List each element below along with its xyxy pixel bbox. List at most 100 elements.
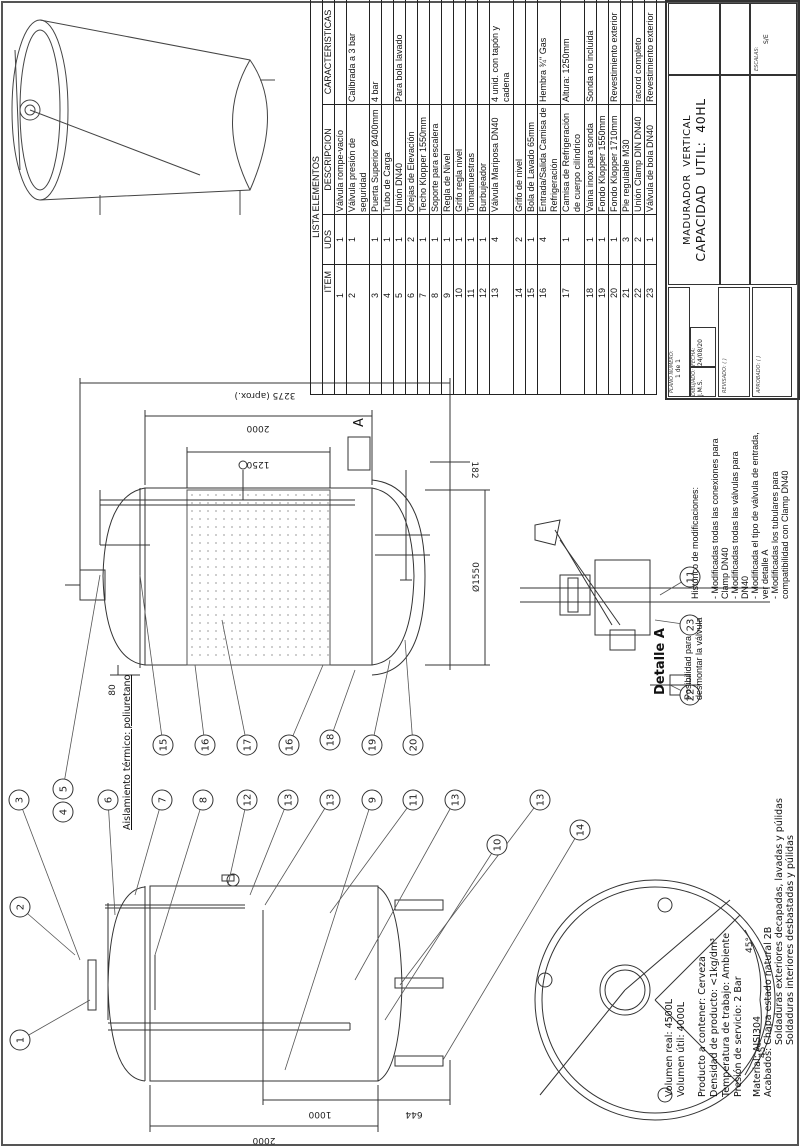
leader-line: [371, 659, 391, 746]
jacket-dot: [303, 542, 305, 544]
jacket-dot: [223, 598, 225, 600]
jacket-dot: [303, 510, 305, 512]
jacket-dot: [279, 534, 281, 536]
jacket-dot: [191, 534, 193, 536]
jacket-dot: [271, 542, 273, 544]
cell-item: 10: [453, 264, 466, 395]
detail-a-marker: A: [352, 418, 367, 427]
jacket-dot: [215, 598, 217, 600]
balloon-circle: [529, 789, 551, 811]
callout-balloon: 17: [236, 734, 258, 756]
blank-cell: [720, 75, 750, 285]
cell-desc: Tomamuestras: [465, 104, 478, 215]
top-view: [534, 879, 776, 1121]
cell-car: Revestimiento exterior: [644, 0, 657, 105]
cell-desc: Techo Klopper 1550mm: [417, 104, 430, 215]
jacket-dot: [247, 638, 249, 640]
cell-desc: Bola de Lavado 65mm: [525, 104, 538, 215]
balloon-circle: [52, 778, 74, 800]
jacket-dot: [239, 614, 241, 616]
callout-balloon: 7: [151, 789, 173, 811]
callout-balloon: 2: [9, 896, 31, 918]
jacket-dot: [303, 566, 305, 568]
material: Material: AISI304: [752, 1015, 763, 1097]
jacket-dot: [303, 574, 305, 576]
jacket-dot: [207, 550, 209, 552]
jacket-dot: [231, 542, 233, 544]
dibujado-cell: DIBUJADO: J.M.S.: [690, 367, 716, 397]
balloon-number: 14: [576, 824, 587, 837]
cell-car: [513, 0, 526, 105]
jacket-dot: [311, 590, 313, 592]
jacket-dot: [223, 574, 225, 576]
isometric-view: [11, 19, 275, 215]
dimension-label: 3275 (aprox.): [235, 390, 296, 400]
jacket-dot: [239, 558, 241, 560]
jacket-dot: [191, 518, 193, 520]
jacket-dot: [215, 510, 217, 512]
callout-balloon: 13: [319, 789, 341, 811]
leader-line: [227, 799, 248, 886]
cell-desc: Pie regulable M30: [620, 104, 633, 215]
jacket-dot: [215, 550, 217, 552]
jacket-dot: [271, 622, 273, 624]
jacket-dot: [239, 574, 241, 576]
jacket-dot: [223, 614, 225, 616]
jacket-dot: [231, 630, 233, 632]
header-uds: UDS: [322, 214, 335, 265]
jacket-dot: [247, 558, 249, 560]
jacket-dot: [247, 614, 249, 616]
dimension-label: 644: [405, 1109, 422, 1119]
jacket-dot: [191, 646, 193, 648]
cell-item: 16: [537, 264, 561, 395]
side-view: [65, 378, 490, 676]
balloon-circle: [277, 789, 299, 811]
jacket-dot: [263, 598, 265, 600]
jacket-dot: [191, 582, 193, 584]
dibujado-value: J.M.S.: [697, 379, 704, 396]
jacket-dot: [271, 550, 273, 552]
balloon-number: 12: [243, 794, 254, 807]
cell-item: 14: [513, 264, 526, 395]
jacket-dot: [311, 542, 313, 544]
history-item: - Modificadas todas las conexiones para …: [710, 438, 730, 599]
jacket-dot: [327, 510, 329, 512]
specs-material: Material: AISI304 Acabados: Chapa estado…: [752, 798, 796, 1097]
blank-cell-2: [750, 75, 797, 285]
jacket-dot: [191, 558, 193, 560]
jacket-dot: [215, 590, 217, 592]
balloon-circle: [402, 734, 424, 756]
jacket-dot: [223, 494, 225, 496]
cell-uds: 1: [584, 214, 597, 265]
jacket-dot: [279, 598, 281, 600]
header-desc: DESCRIPCION: [322, 104, 335, 215]
cell-uds: 1: [596, 214, 609, 265]
escalas-label: ESCALAS:: [754, 46, 760, 71]
jacket-dot: [263, 534, 265, 536]
jacket-dot: [327, 542, 329, 544]
jacket-dot: [327, 582, 329, 584]
jacket-dot: [319, 550, 321, 552]
callout-balloon: 16: [278, 734, 300, 756]
cell-item: 7: [417, 264, 430, 395]
jacket-dot: [319, 502, 321, 504]
jacket-dot: [303, 494, 305, 496]
cell-car: [441, 0, 454, 105]
jacket-dot: [311, 582, 313, 584]
jacket-dot: [279, 638, 281, 640]
jacket-dot: [231, 518, 233, 520]
jacket-dot: [231, 590, 233, 592]
jacket-dot: [271, 558, 273, 560]
cell-desc: Puerta Superior Ø400mm: [369, 104, 382, 215]
balloon-circle: [9, 896, 31, 918]
jacket-dot: [239, 630, 241, 632]
volumen-util: Volumen útil: 4000L: [676, 1001, 687, 1097]
densidad: Densidad de producto: <1kg/dm³: [709, 938, 720, 1097]
jacket-dot: [327, 622, 329, 624]
jacket-dot: [303, 550, 305, 552]
jacket-dot: [239, 526, 241, 528]
jacket-dot: [311, 502, 313, 504]
